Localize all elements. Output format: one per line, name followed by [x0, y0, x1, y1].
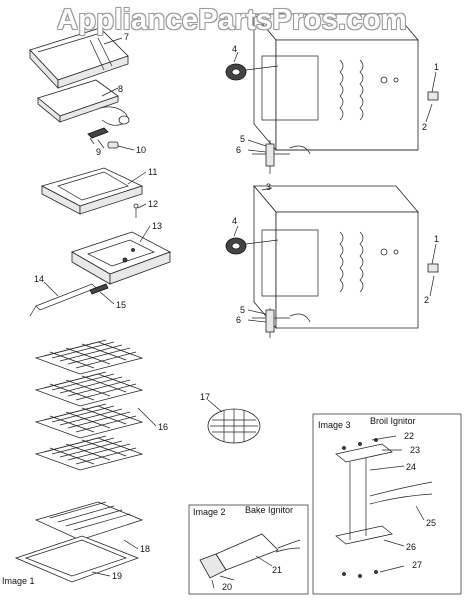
label-part-7: 7: [124, 32, 129, 42]
image3-panel: [312, 413, 462, 595]
label-part-5-upper: 5: [240, 134, 245, 144]
label-part-6-upper: 6: [236, 145, 241, 155]
label-part-19: 19: [112, 571, 122, 581]
label-part-13: 13: [152, 221, 162, 231]
label-part-9: 9: [96, 147, 101, 157]
caption-image-3: Image 3: [318, 420, 351, 430]
knob-part-4-upper: [225, 63, 279, 81]
label-part-23: 23: [410, 445, 420, 455]
image2-panel: [188, 504, 309, 595]
label-part-18: 18: [140, 544, 150, 554]
label-part-16: 16: [158, 422, 168, 432]
caption-broil-ignitor: Broil Ignitor: [370, 416, 416, 426]
broil-pan-insert-part-18: [34, 501, 144, 541]
oven-liner-lower: [253, 184, 419, 330]
label-part-8: 8: [118, 84, 123, 94]
label-part-26: 26: [406, 542, 416, 552]
sensor-assembly-upper: [252, 140, 311, 174]
knob-part-4-lower: [225, 237, 279, 255]
hinge-part-1-upper: [427, 91, 439, 101]
label-part-2-upper: 2: [422, 122, 427, 132]
label-part-27: 27: [412, 560, 422, 570]
label-part-22: 22: [404, 431, 414, 441]
bracket-part-9: [87, 127, 109, 145]
part-labels: 7 8 9 10 11 12 13 14 15 16 17 18 19 3 4 …: [34, 7, 439, 592]
label-part-12: 12: [148, 199, 158, 209]
label-part-2-lower: 2: [424, 295, 429, 305]
label-part-1-upper: 1: [434, 62, 439, 72]
caption-image-2: Image 2: [193, 507, 226, 517]
leader-lines: [43, 37, 437, 581]
oven-liner-upper: [253, 12, 419, 152]
label-part-17: 17: [200, 392, 210, 402]
label-part-5-lower: 5: [240, 305, 245, 315]
label-part-20: 20: [222, 582, 232, 592]
label-part-21: 21: [272, 565, 282, 575]
oven-racks-part-16: [34, 339, 144, 471]
burner-box-part-13: [71, 231, 171, 285]
broil-pan-part-19: [14, 535, 140, 583]
label-part-14: 14: [34, 274, 44, 284]
caption-image-1: Image 1: [2, 576, 35, 586]
label-part-4-upper: 4: [232, 44, 237, 54]
label-part-1-lower: 1: [434, 234, 439, 244]
watermark: AppliancePartsPros.com: [57, 4, 407, 36]
sensor-assembly-lower: [252, 308, 311, 338]
label-part-11: 11: [148, 167, 157, 177]
label-part-3-lower: 3: [266, 182, 271, 192]
label-part-25: 25: [426, 518, 436, 528]
broiler-cover-part-7: [29, 27, 129, 90]
orifice-part-10: [107, 141, 119, 149]
label-part-15: 15: [116, 300, 126, 310]
burner-part-15: [89, 283, 109, 295]
caption-bake-ignitor: Bake Ignitor: [245, 505, 293, 515]
element-part-17: [207, 408, 261, 444]
burner-tray-part-11: [40, 167, 144, 215]
label-part-4-lower: 4: [232, 216, 237, 226]
hinge-part-1-lower: [427, 263, 439, 273]
label-part-24: 24: [406, 462, 416, 472]
label-part-3-upper: 3: [274, 7, 279, 17]
burner-tube-part-14: [29, 283, 97, 317]
broil-burner-part-8: [37, 79, 130, 126]
screw-part-12: [133, 203, 139, 218]
label-part-10: 10: [136, 145, 146, 155]
label-part-6-lower: 6: [236, 315, 241, 325]
